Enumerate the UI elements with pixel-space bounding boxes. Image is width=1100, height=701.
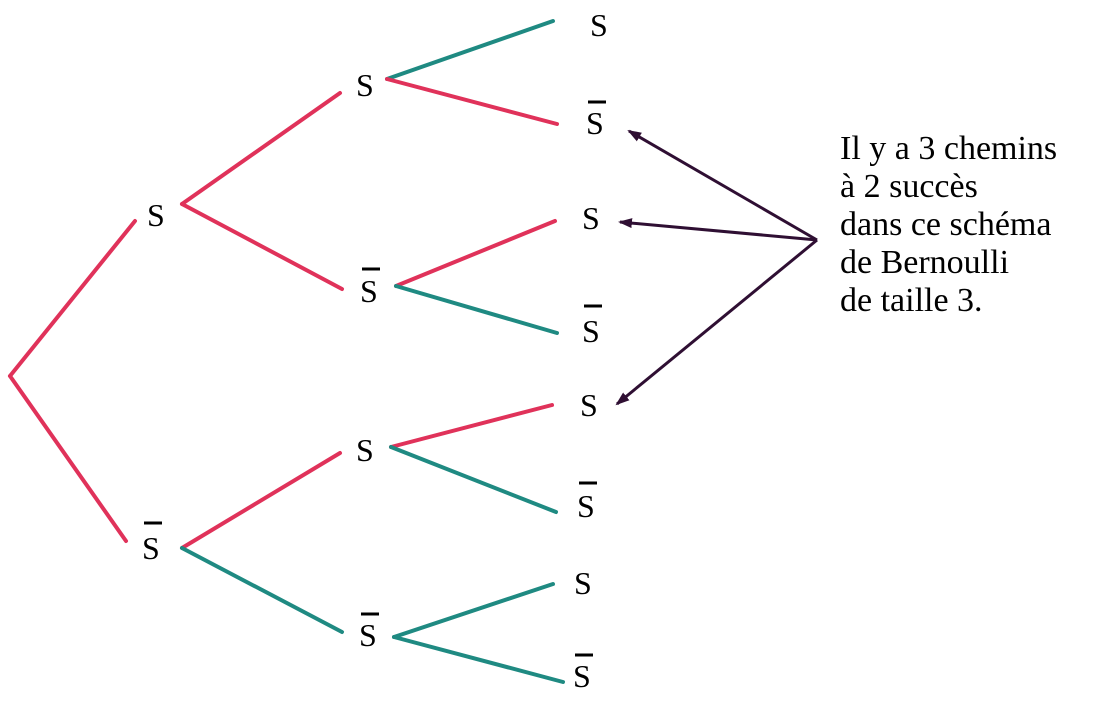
node-level3-1: S bbox=[586, 100, 606, 141]
failure-branch-12 bbox=[392, 582, 555, 639]
annotation-line: de taille 3. bbox=[840, 282, 983, 319]
node-level3-5: S bbox=[577, 481, 597, 524]
node-level2-0: S bbox=[356, 67, 374, 103]
svg-text:S: S bbox=[142, 530, 160, 566]
success-branch-4 bbox=[180, 451, 342, 550]
annotation-arrow-to-leaf-4 bbox=[615, 238, 818, 406]
svg-text:S: S bbox=[359, 617, 377, 653]
svg-text:S: S bbox=[577, 488, 595, 524]
node-level3-6: S bbox=[574, 565, 592, 601]
svg-text:S: S bbox=[147, 197, 165, 233]
node-level2-1: S bbox=[360, 267, 380, 309]
failure-branch-9 bbox=[394, 284, 559, 335]
failure-branch-11 bbox=[389, 445, 558, 514]
annotation-arrows bbox=[615, 129, 818, 406]
node-level2-3: S bbox=[359, 612, 379, 653]
annotation-line: dans ce schéma bbox=[840, 206, 1052, 243]
node-level2-2: S bbox=[356, 432, 374, 468]
annotation-text: Il y a 3 chemins à 2 succès dans ce sché… bbox=[840, 130, 1057, 320]
svg-text:S: S bbox=[574, 565, 592, 601]
success-branch-0 bbox=[8, 219, 137, 378]
failure-branch-13 bbox=[392, 635, 565, 684]
node-level3-3: S bbox=[582, 304, 602, 349]
annotation-line: Il y a 3 chemins bbox=[840, 130, 1058, 167]
svg-text:S: S bbox=[582, 200, 600, 236]
success-branch-3 bbox=[180, 202, 344, 291]
svg-text:S: S bbox=[582, 313, 600, 349]
svg-text:S: S bbox=[356, 67, 374, 103]
svg-text:S: S bbox=[580, 387, 598, 423]
svg-text:S: S bbox=[360, 273, 378, 309]
annotation-line: de Bernoulli bbox=[840, 244, 1010, 281]
svg-text:S: S bbox=[356, 432, 374, 468]
success-branch-10 bbox=[389, 403, 554, 449]
branches bbox=[8, 19, 565, 684]
success-branch-8 bbox=[394, 219, 557, 288]
svg-text:S: S bbox=[573, 658, 591, 694]
svg-text:S: S bbox=[586, 105, 604, 141]
node-level3-0: S bbox=[590, 7, 608, 43]
node-level1-1: S bbox=[142, 521, 162, 566]
success-branch-7 bbox=[385, 77, 559, 126]
node-level3-7: S bbox=[573, 653, 593, 694]
node-level3-4: S bbox=[580, 387, 598, 423]
failure-branch-5 bbox=[180, 546, 344, 634]
node-level1-0: S bbox=[147, 197, 165, 233]
success-branch-2 bbox=[180, 91, 342, 206]
node-level3-2: S bbox=[582, 200, 600, 236]
svg-text:S: S bbox=[590, 7, 608, 43]
success-branch-1 bbox=[8, 374, 128, 543]
annotation-arrow-to-leaf-1 bbox=[627, 129, 818, 242]
failure-branch-6 bbox=[385, 19, 555, 81]
annotation-line: à 2 succès bbox=[840, 168, 978, 205]
annotation-arrow-to-leaf-2 bbox=[618, 218, 818, 242]
